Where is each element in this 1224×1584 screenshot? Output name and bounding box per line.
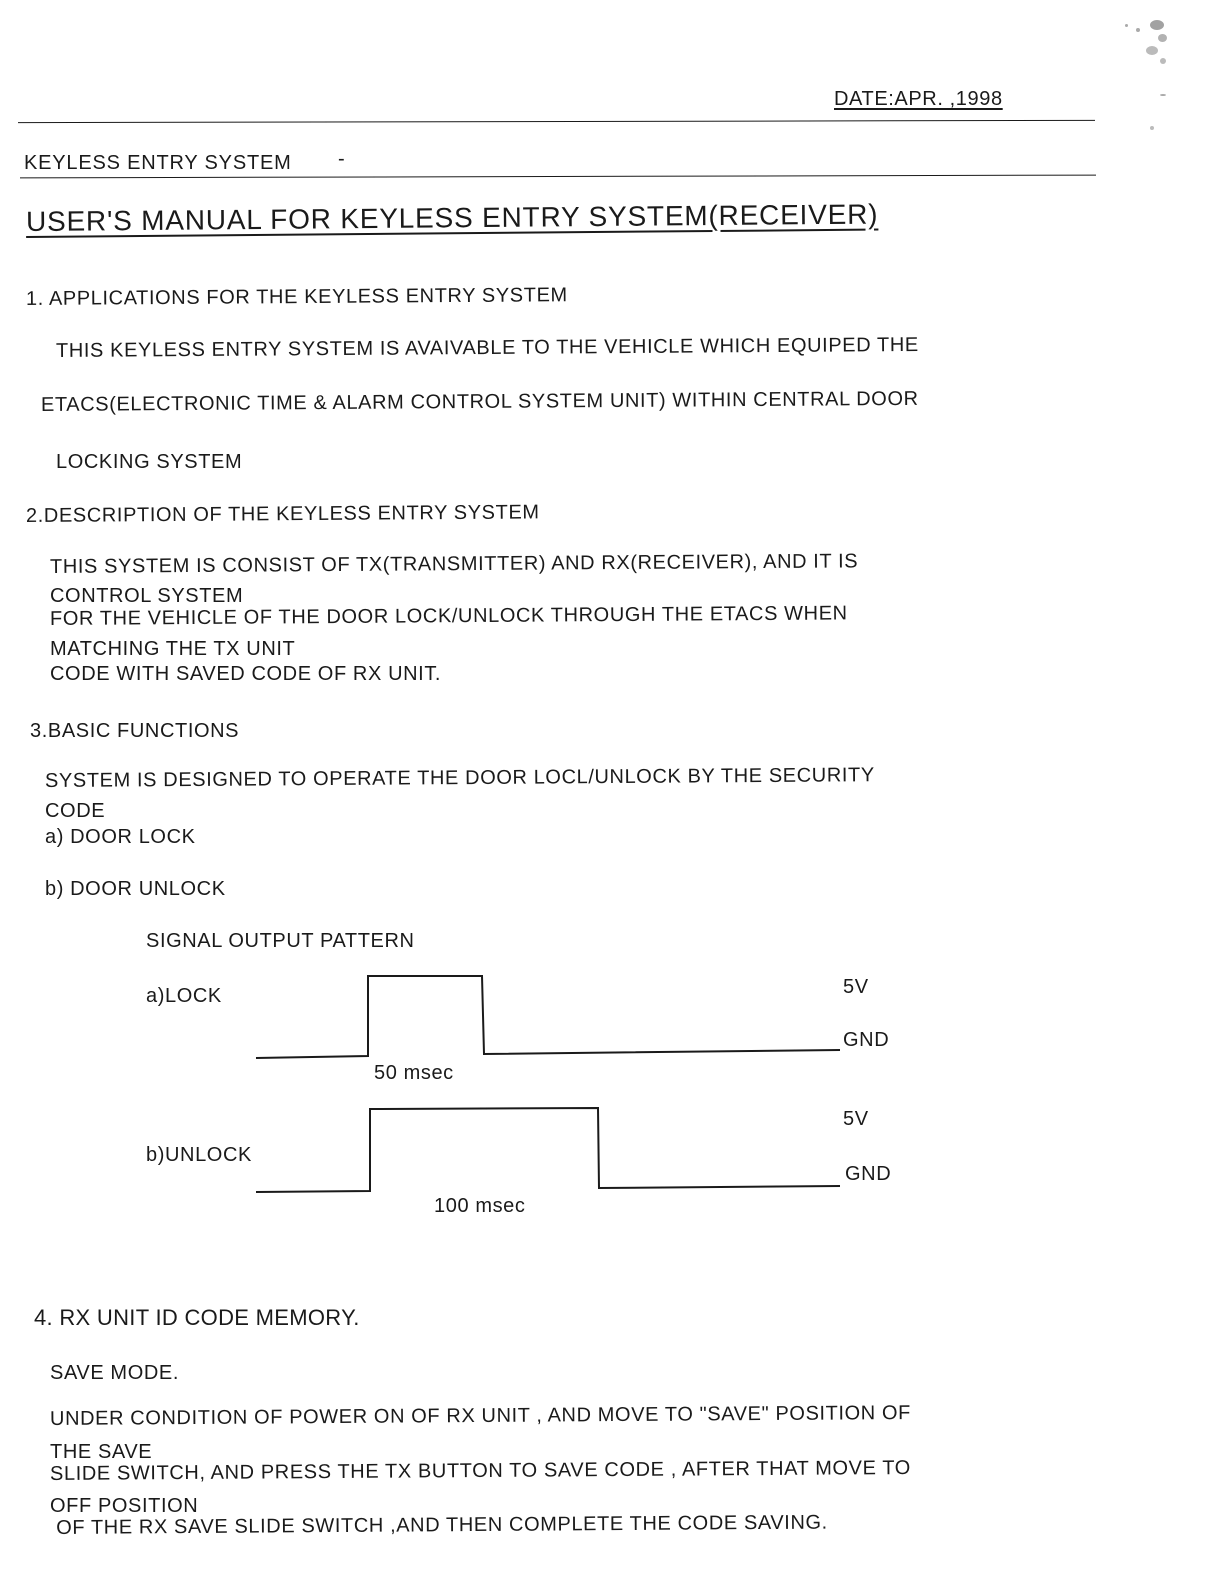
section-4-line: OFF POSITION (50, 1495, 199, 1517)
save-mode-label: SAVE MODE. (50, 1362, 179, 1384)
unlock-pulse-line (255, 1106, 841, 1193)
system-label: KEYLESS ENTRY SYSTEM (24, 152, 292, 174)
lock-high-label: 5V (843, 976, 869, 998)
unlock-low-label: GND (845, 1163, 892, 1185)
section-2-line: MATCHING THE TX UNIT (50, 638, 296, 660)
unlock-duration-label: 100 msec (434, 1195, 526, 1217)
lock-pulse-line (255, 975, 841, 1059)
section-4-heading: 4. RX UNIT ID CODE MEMORY. (34, 1305, 360, 1330)
section-2-line: CODE WITH SAVED CODE OF RX UNIT. (50, 663, 442, 685)
section-2-line: CONTROL SYSTEM (50, 585, 244, 607)
section-3-line: b) DOOR UNLOCK (45, 878, 226, 900)
section-3-line: CODE (45, 800, 106, 822)
unlock-high-label: 5V (843, 1108, 869, 1130)
lock-duration-label: 50 msec (374, 1062, 454, 1084)
section-1-line: LOCKING SYSTEM (56, 451, 243, 473)
section-3-heading: 3.BASIC FUNCTIONS (30, 720, 240, 742)
signal-title: SIGNAL OUTPUT PATTERN (146, 930, 415, 952)
system-dash: - (338, 148, 346, 170)
lock-label: a)LOCK (146, 985, 222, 1007)
section-3-line: a) DOOR LOCK (45, 826, 196, 848)
unlock-label: b)UNLOCK (146, 1144, 252, 1166)
section-4-line: THE SAVE (50, 1441, 153, 1463)
lock-low-label: GND (843, 1029, 890, 1051)
date-line: DATE:APR. ,1998 (834, 88, 1003, 110)
